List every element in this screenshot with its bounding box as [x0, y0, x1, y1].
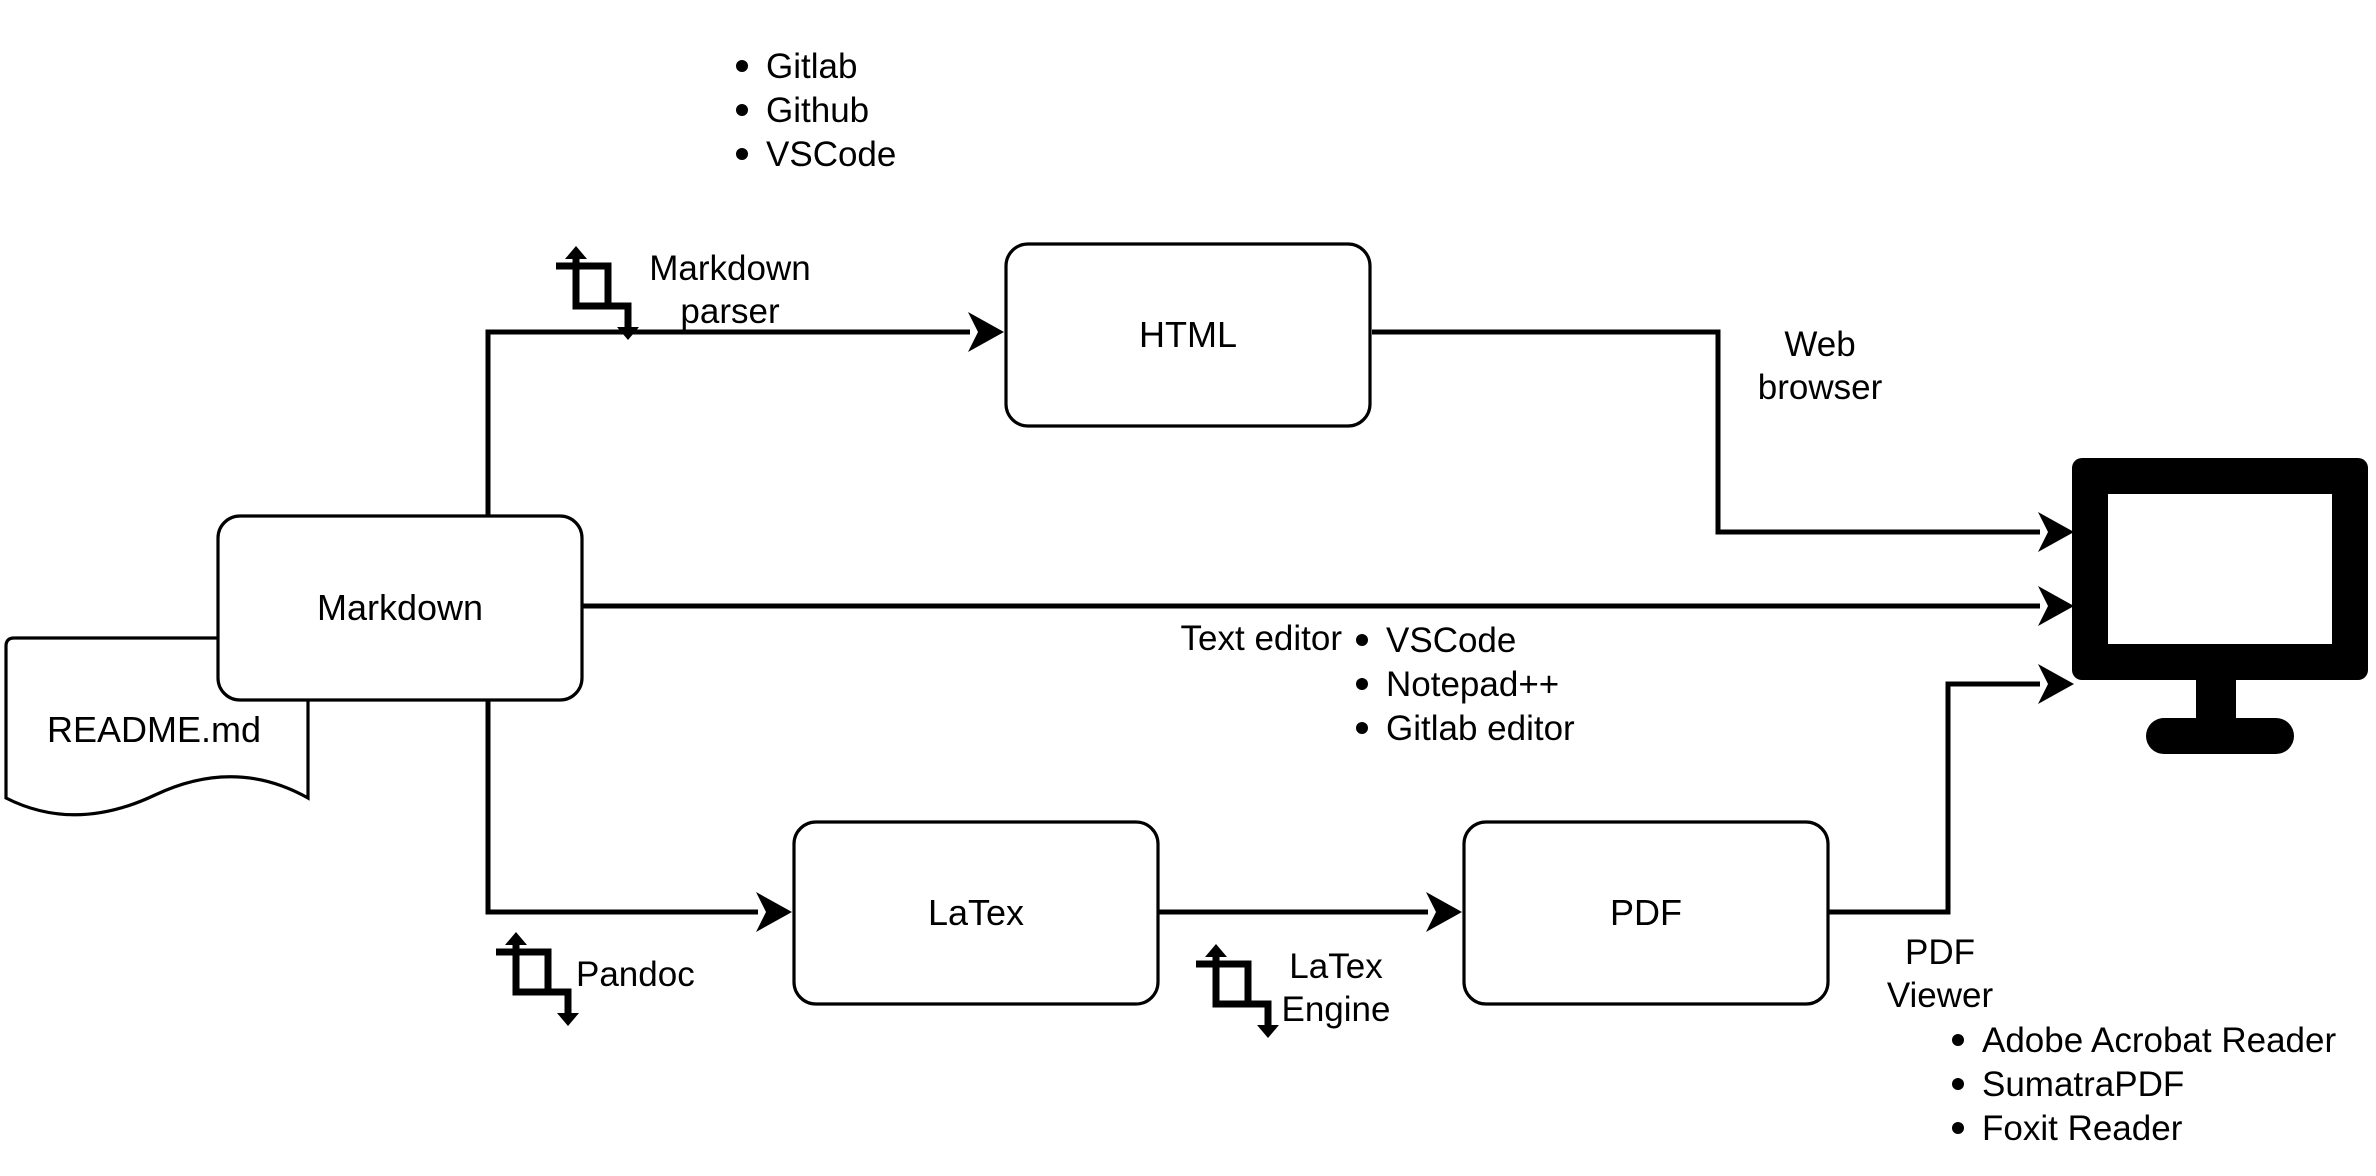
edge-markdown-to-monitor [582, 586, 2074, 626]
markdown-label: Markdown [317, 587, 483, 628]
pandoc-label: Pandoc [576, 955, 695, 994]
edge-markdown-to-latex [485, 700, 792, 932]
web-browser-label: Web browser [1758, 325, 1883, 407]
pdf-label: PDF [1610, 892, 1682, 933]
list-item: VSCode [766, 135, 896, 174]
monitor-icon [2072, 458, 2368, 754]
crop-icon [496, 932, 579, 1026]
list-item: Github [766, 91, 869, 130]
list-item: Gitlab [766, 47, 857, 86]
svg-text:Viewer: Viewer [1887, 976, 1994, 1015]
svg-text:parser: parser [680, 292, 780, 331]
list-item: Foxit Reader [1982, 1109, 2183, 1148]
latex-node: LaTex [792, 820, 1160, 1006]
pdf-viewer-label: PDF Viewer [1887, 933, 1994, 1015]
svg-text:Web: Web [1784, 325, 1855, 364]
edge-markdown-to-html [485, 312, 1004, 516]
latex-label: LaTex [928, 892, 1024, 933]
svg-text:Engine: Engine [1282, 990, 1391, 1029]
markdown-parser-label: Markdown parser [649, 249, 810, 331]
latex-engine-label: LaTex Engine [1282, 947, 1391, 1029]
edge-pdf-to-monitor [1828, 664, 2074, 915]
text-editor-label: Text editor [1181, 619, 1343, 658]
svg-text:Markdown: Markdown [649, 249, 810, 288]
html-label: HTML [1139, 314, 1237, 355]
pdf-viewers-list: Adobe Acrobat Reader SumatraPDF Foxit Re… [1952, 1021, 2336, 1148]
markdown-node: Markdown [216, 514, 584, 702]
pdf-node: PDF [1462, 820, 1830, 1006]
list-item: SumatraPDF [1982, 1065, 2184, 1104]
crop-icon [556, 246, 639, 340]
text-editors-list: VSCode Notepad++ Gitlab editor [1356, 621, 1575, 748]
edge-html-to-monitor [1372, 329, 2074, 552]
svg-text:PDF: PDF [1905, 933, 1975, 972]
list-item: Notepad++ [1386, 665, 1559, 704]
list-item: Adobe Acrobat Reader [1982, 1021, 2336, 1060]
html-hosts-list: Gitlab Github VSCode [736, 47, 896, 174]
html-node: HTML [1004, 242, 1372, 428]
crop-icon [1196, 944, 1279, 1038]
edge-latex-to-pdf [1158, 892, 1462, 932]
readme-label: README.md [47, 709, 261, 750]
list-item: Gitlab editor [1386, 709, 1575, 748]
svg-text:LaTex: LaTex [1289, 947, 1383, 986]
list-item: VSCode [1386, 621, 1516, 660]
svg-text:browser: browser [1758, 368, 1883, 407]
